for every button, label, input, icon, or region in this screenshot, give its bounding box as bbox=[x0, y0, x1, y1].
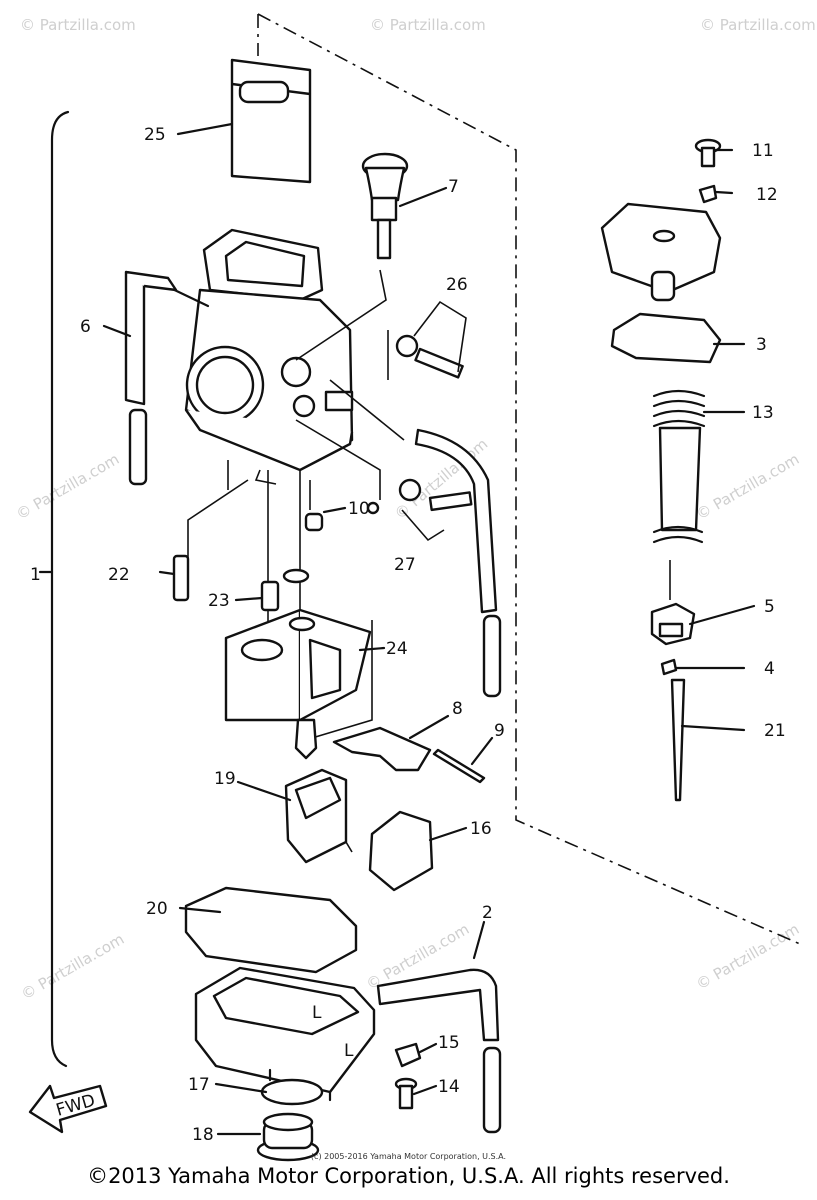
callout-21: 21 bbox=[764, 721, 786, 741]
callout-22: 22 bbox=[108, 565, 130, 585]
callout-19: 19 bbox=[214, 769, 236, 789]
callout-8: 8 bbox=[452, 699, 463, 719]
part-5-needle-holder bbox=[650, 602, 696, 646]
callout-10: 10 bbox=[348, 499, 370, 519]
callout-6: 6 bbox=[80, 317, 91, 337]
part-16-float-block bbox=[368, 810, 434, 892]
part-23-main-jet bbox=[260, 580, 280, 612]
callout-labels: 25 7 26 6 10 27 1 22 23 24 8 9 19 16 20 … bbox=[30, 125, 786, 1145]
callout-12: 12 bbox=[756, 185, 778, 205]
callout-18: 18 bbox=[192, 1125, 214, 1145]
callout-2: 2 bbox=[482, 903, 493, 923]
callout-7: 7 bbox=[448, 177, 459, 197]
callout-25: 25 bbox=[144, 125, 166, 145]
callout-20: 20 bbox=[146, 899, 168, 919]
part-3-gasket bbox=[610, 312, 722, 364]
part-22-pilot-jet bbox=[172, 554, 190, 602]
callout-17: 17 bbox=[188, 1075, 210, 1095]
part-15-washer bbox=[394, 1042, 422, 1068]
bowl-mark-a: L bbox=[312, 1003, 322, 1023]
carburetor-body bbox=[160, 228, 354, 510]
part-19-float bbox=[284, 768, 353, 864]
watermark: © Partzilla.com bbox=[370, 16, 486, 34]
callout-13: 13 bbox=[752, 403, 774, 423]
part-27-screw bbox=[398, 478, 473, 542]
callout-11: 11 bbox=[752, 141, 774, 161]
watermark: © Partzilla.com bbox=[700, 16, 816, 34]
fuel-hose bbox=[414, 428, 502, 698]
callout-16: 16 bbox=[470, 819, 492, 839]
watermark: © Partzilla.com bbox=[18, 930, 127, 1003]
callout-15: 15 bbox=[438, 1033, 460, 1053]
part-21-jet-needle bbox=[670, 678, 686, 802]
float-bowl: L L bbox=[194, 966, 376, 1102]
part-11-screw bbox=[694, 138, 722, 168]
part-24-throttle-valve bbox=[224, 608, 372, 722]
watermark: © Partzilla.com bbox=[693, 920, 802, 993]
part-12-washer bbox=[698, 184, 718, 204]
group-outline-dashed bbox=[257, 13, 801, 945]
part-10-washer bbox=[304, 512, 324, 532]
watermark: © Partzilla.com bbox=[693, 450, 802, 523]
top-cap bbox=[600, 202, 722, 302]
bowl-mark-b: L bbox=[344, 1041, 354, 1061]
needle-valve bbox=[294, 718, 318, 760]
callout-26: 26 bbox=[446, 275, 468, 295]
callout-23: 23 bbox=[208, 591, 230, 611]
part-7-plunger bbox=[361, 152, 409, 260]
part-8-float-arm bbox=[332, 726, 432, 772]
part-10-ring bbox=[366, 501, 380, 515]
callout-9: 9 bbox=[494, 721, 505, 741]
part-13-spring bbox=[652, 389, 706, 544]
part-9-pin bbox=[432, 748, 486, 784]
callout-3: 3 bbox=[756, 335, 767, 355]
callout-14: 14 bbox=[438, 1077, 460, 1097]
callout-4: 4 bbox=[764, 659, 775, 679]
callout-leaders bbox=[38, 122, 756, 1136]
part-25-cover bbox=[230, 58, 312, 184]
part-14-screw bbox=[394, 1077, 418, 1110]
o-ring bbox=[282, 568, 310, 584]
part-4-clip bbox=[660, 658, 678, 676]
part-6-vent-hose bbox=[124, 270, 178, 486]
callout-5: 5 bbox=[764, 597, 775, 617]
assembly-bracket bbox=[50, 110, 70, 1068]
copyright-notice: ©2013 Yamaha Motor Corporation, U.S.A. A… bbox=[87, 1164, 730, 1188]
fwd-arrow-icon: FWD bbox=[28, 1084, 108, 1134]
watermark: © Partzilla.com bbox=[20, 16, 136, 34]
callout-24: 24 bbox=[386, 639, 408, 659]
leader-lines bbox=[187, 269, 671, 739]
callout-27: 27 bbox=[394, 555, 416, 575]
part-2-hose bbox=[376, 968, 502, 1134]
part-20-gasket bbox=[184, 886, 358, 974]
source-copyright: (c) 2005-2016 Yamaha Motor Corporation, … bbox=[310, 1152, 507, 1161]
callout-1: 1 bbox=[30, 565, 41, 585]
part-17-drain-plug-boss bbox=[260, 1078, 324, 1106]
part-18-drain-plug bbox=[256, 1112, 320, 1162]
watermark: © Partzilla.com bbox=[13, 450, 122, 523]
part-26-pilot-screw bbox=[395, 300, 467, 379]
